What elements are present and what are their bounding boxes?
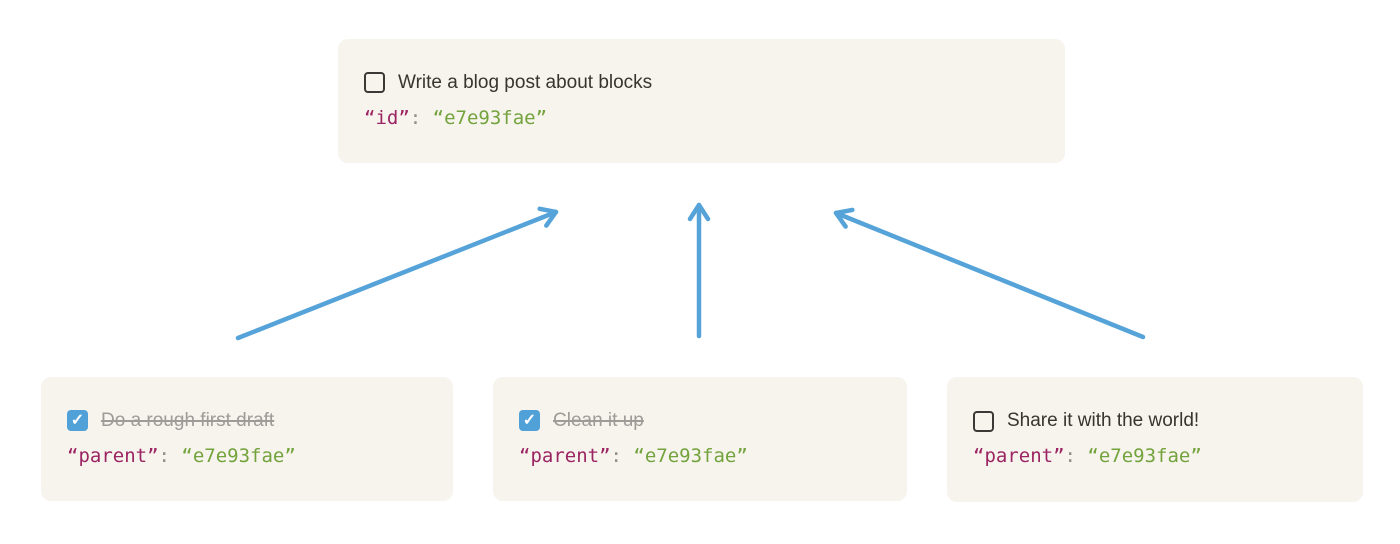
code-key: “parent” [67,444,159,467]
code-separator: : [158,444,182,467]
checkbox-checked-icon[interactable] [519,410,540,432]
task-title: Write a blog post about blocks [398,71,653,93]
code-line: “parent”: “e7e93fae” [973,445,1337,469]
task-title-row: Share it with the world! [973,410,1337,432]
child-to-parent-arrow [833,207,1146,340]
task-title: Share it with the world! [1007,410,1200,432]
child-to-parent-arrow [235,206,559,341]
checkbox-checked-icon[interactable] [67,410,88,432]
child-task-card: Do a rough first draft “parent”: “e7e93f… [41,377,453,501]
child-task-card: Clean it up “parent”: “e7e93fae” [493,377,907,501]
code-key: “parent” [973,445,1065,468]
code-separator: : [610,444,634,467]
code-line: “id”: “e7e93fae” [364,107,1039,131]
child-task-card: Share it with the world! “parent”: “e7e9… [947,377,1363,502]
code-value: “e7e93fae” [432,106,548,129]
code-key: “id” [364,106,410,129]
code-value: “e7e93fae” [181,444,296,467]
code-separator: : [1064,445,1088,468]
task-title: Do a rough first draft [101,409,275,431]
task-title-row: Write a blog post about blocks [364,72,1039,94]
code-value: “e7e93fae” [1087,445,1202,468]
code-separator: : [409,106,433,129]
task-title: Clean it up [553,409,644,431]
code-line: “parent”: “e7e93fae” [67,445,427,469]
checkbox-unchecked-icon[interactable] [973,410,994,432]
code-line: “parent”: “e7e93fae” [519,445,881,469]
task-title-row: Do a rough first draft [67,410,427,432]
checkbox-unchecked-icon[interactable] [364,72,385,94]
code-key: “parent” [519,444,611,467]
code-value: “e7e93fae” [633,444,748,467]
task-title-row: Clean it up [519,410,881,432]
parent-task-card: Write a blog post about blocks “id”: “e7… [338,39,1065,163]
